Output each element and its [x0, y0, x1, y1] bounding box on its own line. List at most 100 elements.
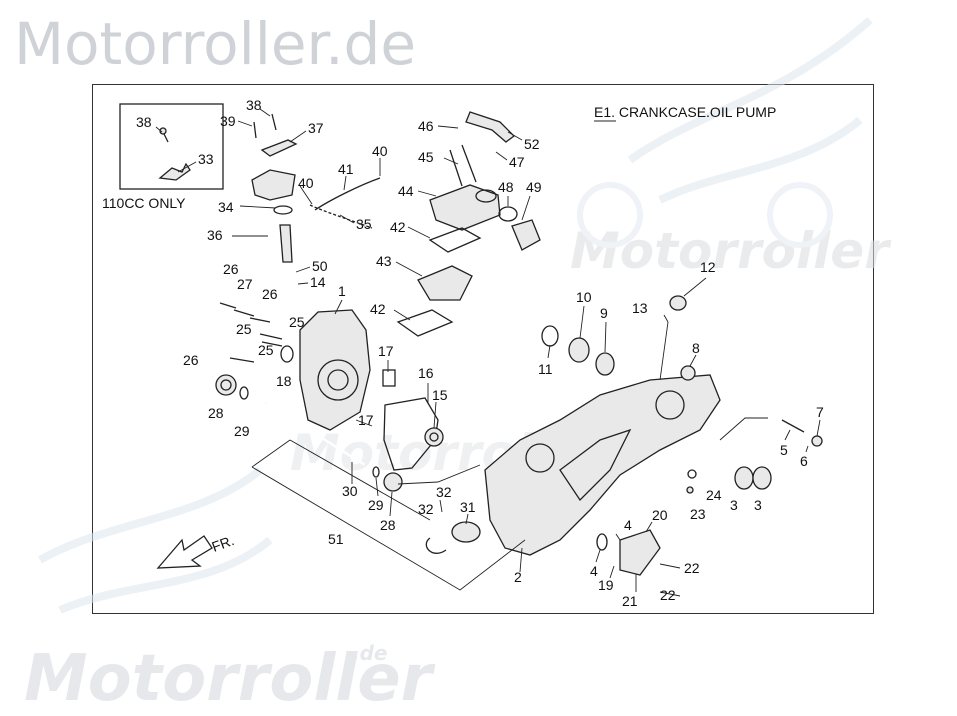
- callout-44: 44: [398, 183, 414, 199]
- clamp-ring-icon: [498, 206, 518, 222]
- watermark-suffix-bottom: .de: [352, 641, 387, 665]
- inset-box: [119, 103, 224, 190]
- insulator-icon: [511, 219, 541, 251]
- callout-45: 45: [418, 149, 434, 165]
- callout-33: 33: [198, 151, 214, 167]
- strainer-clip-icon: [425, 537, 447, 554]
- callout-26: 26: [183, 352, 199, 368]
- callout-17: 17: [378, 343, 394, 359]
- callout-2: 2: [514, 569, 522, 585]
- callout-22: 22: [684, 560, 700, 576]
- bearing-center-icon: [424, 427, 444, 447]
- callout-10: 10: [576, 289, 592, 305]
- scooter-watermark-icon: [627, 17, 873, 204]
- center-boundary: [397, 464, 481, 485]
- callout-42: 42: [370, 301, 386, 317]
- crank-bore-icon: [317, 359, 359, 401]
- crankcase-right-half-icon: [484, 374, 721, 556]
- callout-28: 28: [208, 405, 224, 421]
- callout-36: 36: [207, 227, 223, 243]
- watermark-logo-right: Motorroller: [570, 222, 892, 280]
- callout-51: 51: [328, 531, 344, 547]
- callout-29: 29: [368, 497, 384, 513]
- seal-ring-icon: [239, 386, 249, 400]
- direction-label: FR.: [210, 532, 237, 555]
- crankcase-bolts-icon: [219, 302, 283, 363]
- callout-7: 7: [816, 404, 824, 420]
- callout-23: 23: [690, 506, 706, 522]
- callout-32: 32: [418, 501, 434, 517]
- callout-28: 28: [380, 517, 396, 533]
- bearing-lower-icon: [383, 472, 403, 492]
- callout-25: 25: [289, 314, 305, 330]
- crankcase-rib-icon: [559, 428, 632, 502]
- inset-bolt-icon: [159, 127, 169, 143]
- main-shaft-highlight: [265, 401, 366, 467]
- callout-41: 41: [338, 161, 354, 177]
- callout-29: 29: [234, 423, 250, 439]
- bearing-9-icon: [595, 352, 615, 376]
- bearing-center-inner-icon: [429, 432, 439, 442]
- pump-bolts-icon: [253, 113, 277, 139]
- lower-seal-ring-icon: [372, 466, 380, 478]
- o-ring-icon: [273, 205, 293, 215]
- leader-lines: [155, 108, 821, 597]
- callout-26: 26: [262, 286, 278, 302]
- scooter-watermark-icon: [38, 466, 273, 614]
- gasket-icon: [428, 227, 482, 253]
- crank-bore-inner-icon: [327, 369, 349, 391]
- oil-filler-cap-icon: [669, 295, 687, 311]
- callout-31: 31: [460, 499, 476, 515]
- callout-34: 34: [218, 199, 234, 215]
- bearing-3b-icon: [752, 466, 772, 490]
- callout-20: 20: [652, 507, 668, 523]
- callout-40: 40: [372, 143, 388, 159]
- right-cluster-boundary: [719, 417, 768, 441]
- callout-47: 47: [509, 154, 525, 170]
- callouts: 38 33 38 39 37 40 41 40 34 36 35 46 52 4…: [136, 97, 824, 609]
- callout-14: 14: [310, 274, 326, 290]
- callout-21: 21: [622, 593, 638, 609]
- callout-26: 26: [223, 261, 239, 277]
- scooter-wheel-watermark-icon: [577, 182, 643, 248]
- pump-cover-plate-icon: [260, 139, 298, 157]
- callout-15: 15: [432, 387, 448, 403]
- callout-40: 40: [298, 175, 314, 191]
- callout-39: 39: [220, 113, 236, 129]
- bearing-10-icon: [568, 337, 590, 363]
- bolt-23-icon: [686, 486, 694, 494]
- clip-24-icon: [687, 469, 697, 479]
- callout-48: 48: [498, 179, 514, 195]
- callout-5: 5: [780, 442, 788, 458]
- callout-11: 11: [538, 361, 553, 377]
- bearing-left-icon: [215, 374, 237, 396]
- crankcase-rear-bore-icon: [655, 390, 685, 420]
- callout-32: 32: [436, 484, 452, 500]
- diagram-header: E1. CRANKCASE.OIL PUMP: [594, 104, 776, 120]
- callout-50: 50: [312, 258, 328, 274]
- watermark-logo-bottom: Motorroller: [24, 642, 436, 716]
- callout-43: 43: [376, 253, 392, 269]
- callout-38: 38: [246, 97, 262, 113]
- oil-pump-body-icon: [251, 169, 296, 201]
- callout-4: 4: [624, 517, 632, 533]
- pump-shaft-icon: [279, 224, 293, 263]
- gasket-lower-icon: [396, 309, 454, 337]
- callout-3: 3: [730, 497, 738, 513]
- callout-37: 37: [308, 120, 324, 136]
- callout-35: 35: [356, 216, 372, 232]
- bushing-icon: [680, 365, 696, 381]
- direction-arrow-icon: [156, 535, 213, 569]
- manifold-port-icon: [475, 189, 497, 203]
- callout-12: 12: [700, 259, 716, 275]
- axle-stud-icon: [781, 419, 823, 447]
- inset-note: 110CC ONLY: [102, 195, 186, 211]
- callout-8: 8: [692, 340, 700, 356]
- intake-bolts-icon: [449, 144, 477, 187]
- callout-17: 17: [358, 412, 374, 428]
- crankcase-gasket-icon: [383, 397, 439, 471]
- callout-42: 42: [390, 219, 406, 235]
- callout-1: 1: [338, 283, 346, 299]
- callout-9: 9: [600, 305, 608, 321]
